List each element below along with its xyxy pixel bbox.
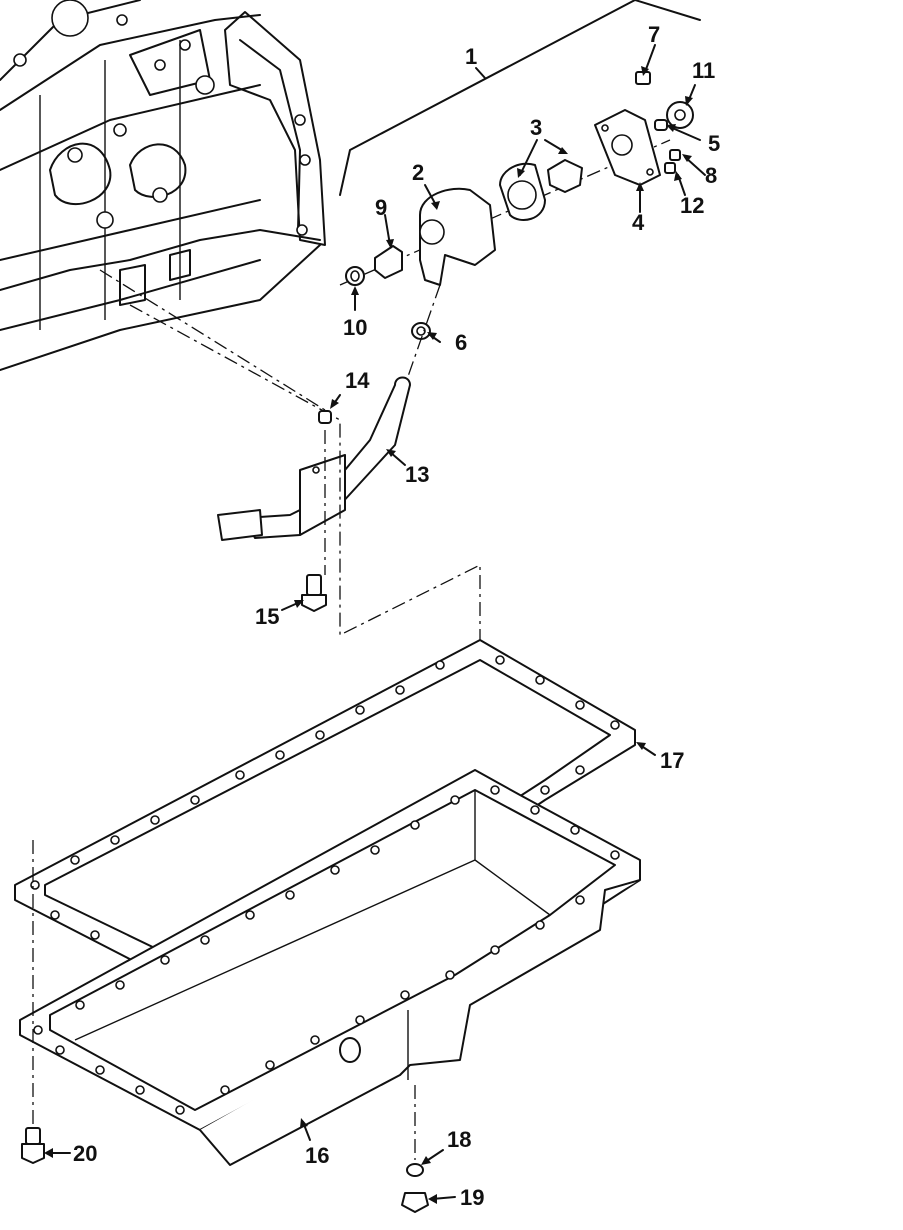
callout-7: 7 [648,22,660,47]
oil-pan-gasket [14,639,636,991]
pan-bolt [21,1127,45,1164]
callout-6: 6 [455,330,467,355]
pump-assembly-bracket [339,0,701,196]
callout-13: 13 [405,462,429,487]
block-to-pickup-line [99,269,326,411]
pickup-connect-line [404,284,441,386]
pickup-bolt [301,574,327,612]
drain-plug-washer [406,1163,424,1177]
oil-pan [19,769,641,1166]
callout-3: 3 [530,115,542,140]
callout-9: 9 [375,195,387,220]
pump-rotor-outer [499,162,546,221]
callout-19: 19 [460,1185,484,1210]
callout-15: 15 [255,604,279,629]
callout-18: 18 [447,1127,471,1152]
oil-pump-cover [594,109,661,186]
callout-20: 20 [73,1141,97,1166]
bolt-stud [318,410,332,424]
callout-16: 16 [305,1143,329,1168]
o-ring [411,322,431,340]
callout-1: 1 [465,44,477,69]
leader-lines [44,44,706,1204]
callout-5: 5 [708,131,720,156]
bushing [374,245,403,279]
callout-labels: 1 2 3 4 5 6 7 8 9 10 11 12 13 14 15 16 1… [73,22,720,1210]
oil-pickup-tube [217,376,411,541]
drain-plug [401,1192,429,1213]
drive-gear [666,101,694,129]
pump-rotor-inner [547,159,583,193]
retainer-ring [345,266,365,286]
engine-block [0,0,326,371]
callout-17: 17 [660,748,684,773]
callout-8: 8 [705,163,717,188]
callout-11: 11 [692,58,715,83]
callout-2: 2 [412,160,424,185]
callout-4: 4 [632,210,645,235]
callout-12: 12 [680,193,704,218]
gear-pin [654,119,668,131]
pump-cover-screws [635,71,681,174]
callout-10: 10 [343,315,367,340]
callout-14: 14 [345,368,370,393]
pump-body [419,187,496,286]
